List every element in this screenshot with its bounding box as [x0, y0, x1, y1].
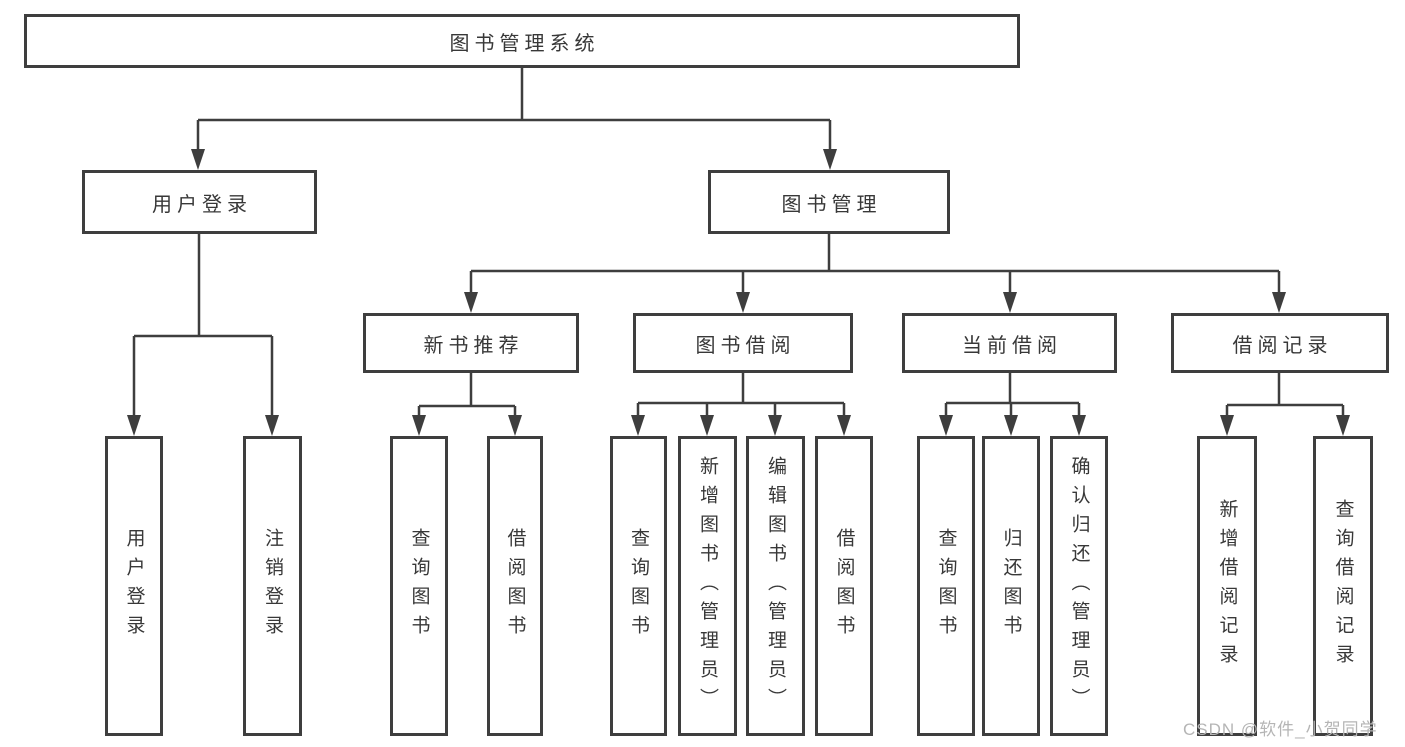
- leaf-user-login: 用户登录: [105, 436, 163, 736]
- node-current-borrowing: 当前借阅: [902, 313, 1117, 373]
- leaf-query-books-borrowing: 查询图书: [610, 436, 667, 736]
- node-book-borrowing: 图书借阅: [633, 313, 853, 373]
- leaf-query-books-recommend: 查询图书: [390, 436, 448, 736]
- csdn-watermark: CSDN @软件_小贺同学: [1183, 720, 1378, 739]
- leaf-query-borrow-record: 查询借阅记录: [1313, 436, 1373, 736]
- node-borrowing-records: 借阅记录: [1171, 313, 1389, 373]
- leaf-return-books: 归还图书: [982, 436, 1040, 736]
- leaf-logout: 注销登录: [243, 436, 302, 736]
- node-user-login: 用户登录: [82, 170, 317, 234]
- leaf-borrow-books-recommend: 借阅图书: [487, 436, 543, 736]
- node-book-management: 图书管理: [708, 170, 950, 234]
- leaf-confirm-return-admin: 确认归还（管理员）: [1050, 436, 1108, 736]
- leaf-query-books-current: 查询图书: [917, 436, 975, 736]
- node-new-book-recommendation: 新书推荐: [363, 313, 579, 373]
- leaf-add-borrow-record: 新增借阅记录: [1197, 436, 1257, 736]
- arrowhead-icons: [127, 149, 1350, 436]
- node-library-management-system: 图书管理系统: [24, 14, 1020, 68]
- leaf-edit-books-admin: 编辑图书（管理员）: [746, 436, 805, 736]
- leaf-borrow-books: 借阅图书: [815, 436, 873, 736]
- leaf-add-books-admin: 新增图书（管理员）: [678, 436, 737, 736]
